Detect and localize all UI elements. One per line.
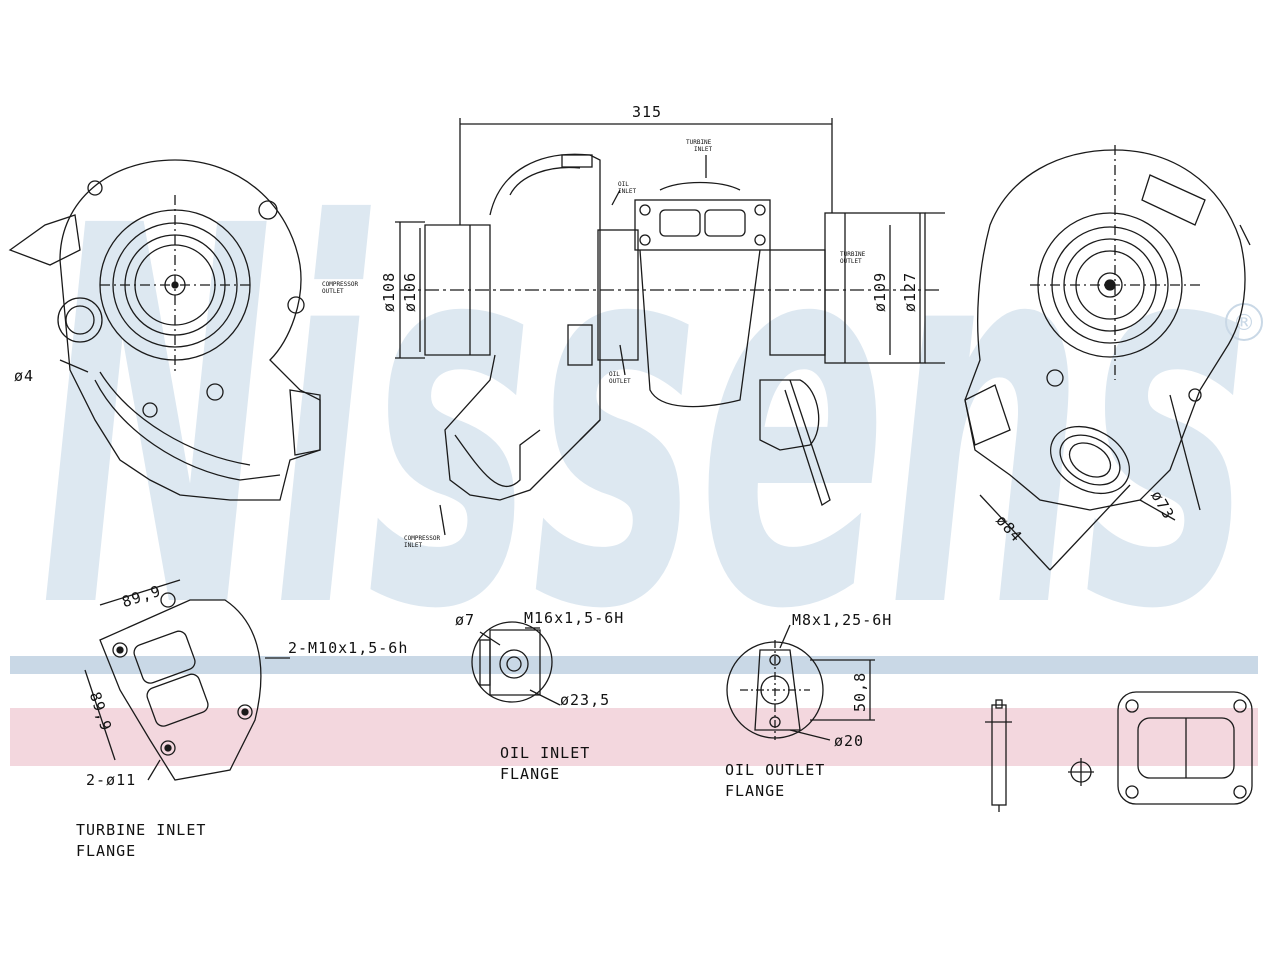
registered-mark-ring [1225, 303, 1263, 341]
dim-d50-8: 50,8 [851, 671, 869, 712]
dim-d127: ø127 [901, 271, 919, 312]
dim-m16: M16x1,5-6H [524, 609, 625, 627]
registered-mark: ® [1233, 311, 1255, 336]
label-compressor-inlet-1: COMPRESSOR [404, 535, 441, 542]
dim-d7: ø7 [455, 611, 476, 629]
dim-d20: ø20 [834, 732, 865, 750]
dim-m8: M8x1,25-6H [792, 611, 893, 629]
dim-d23-5: ø23,5 [560, 691, 611, 709]
dim-d108: ø108 [380, 271, 398, 312]
caption-oil-inlet-2: FLANGE [500, 765, 561, 783]
bolt-stud [985, 699, 1012, 812]
left-view-turbocharger [8, 159, 321, 501]
oil-outlet-flange [726, 624, 875, 741]
dim-m10: 2-M10x1,5-6h [288, 639, 409, 657]
label-turbine-outlet-1: TURBINE [840, 251, 866, 258]
oil-inlet-flange [471, 621, 561, 706]
watermark-logo: Nissens [40, 117, 1250, 723]
dim-d106: ø106 [401, 271, 419, 312]
dim-d109: ø109 [871, 271, 889, 312]
caption-oil-outlet-2: FLANGE [725, 782, 786, 800]
label-compressor-inlet-2: INLET [404, 542, 423, 549]
dim-overall-length: 315 [632, 103, 663, 121]
watermark-band-red [10, 708, 1258, 766]
label-turbine-inlet-top-1: TURBINE [686, 139, 712, 146]
label-oil-inlet-1: OIL [618, 181, 629, 188]
turbine-inlet-flange [84, 579, 290, 781]
dim-d4: ø4 [14, 367, 35, 385]
gasket [1117, 691, 1253, 805]
label-turbine-outlet-2: OUTLET [840, 258, 862, 265]
watermark-band-blue [10, 656, 1258, 674]
caption-turbine-inlet-1: TURBINE INLET [76, 821, 207, 839]
label-compressor-outlet-2: OUTLET [322, 288, 344, 295]
label-turbine-inlet-top-2: INLET [694, 146, 713, 153]
label-oil-outlet-1: OIL [609, 371, 620, 378]
label-oil-outlet-2: OUTLET [609, 378, 631, 385]
dim-d11: 2-ø11 [86, 771, 137, 789]
washer [1068, 758, 1094, 786]
right-view-turbocharger [964, 145, 1251, 571]
caption-turbine-inlet-2: FLANGE [76, 842, 137, 860]
label-compressor-outlet-1: COMPRESSOR [322, 281, 359, 288]
label-oil-inlet-2: INLET [618, 188, 637, 195]
caption-oil-outlet-1: OIL OUTLET [725, 761, 826, 779]
caption-oil-inlet-1: OIL INLET [500, 744, 591, 762]
center-view-turbocharger [395, 118, 945, 536]
